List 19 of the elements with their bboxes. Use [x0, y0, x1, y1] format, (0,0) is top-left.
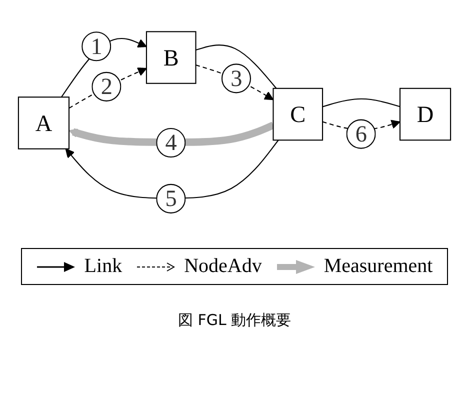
node-box: B	[146, 31, 196, 84]
legend-label: Measurement	[324, 255, 433, 278]
legend-label: Link	[84, 255, 122, 278]
edge-label: 1	[90, 32, 102, 60]
caption: 図 FGL 動作概要	[178, 311, 292, 330]
edge-label: 2	[100, 72, 112, 100]
legend-label: NodeAdv	[184, 255, 262, 278]
edge-label: 3	[230, 64, 242, 92]
arrow	[68, 122, 275, 146]
arrow	[68, 68, 147, 109]
connector	[322, 98, 400, 108]
node-box: C	[272, 88, 324, 141]
edge-label: 4	[165, 129, 177, 156]
edge-label: 6	[355, 120, 368, 147]
node-box: D	[399, 88, 452, 141]
node-box: A	[18, 96, 70, 150]
connector	[196, 44, 277, 89]
edge-label: 5	[165, 184, 177, 212]
arrow	[65, 140, 279, 199]
